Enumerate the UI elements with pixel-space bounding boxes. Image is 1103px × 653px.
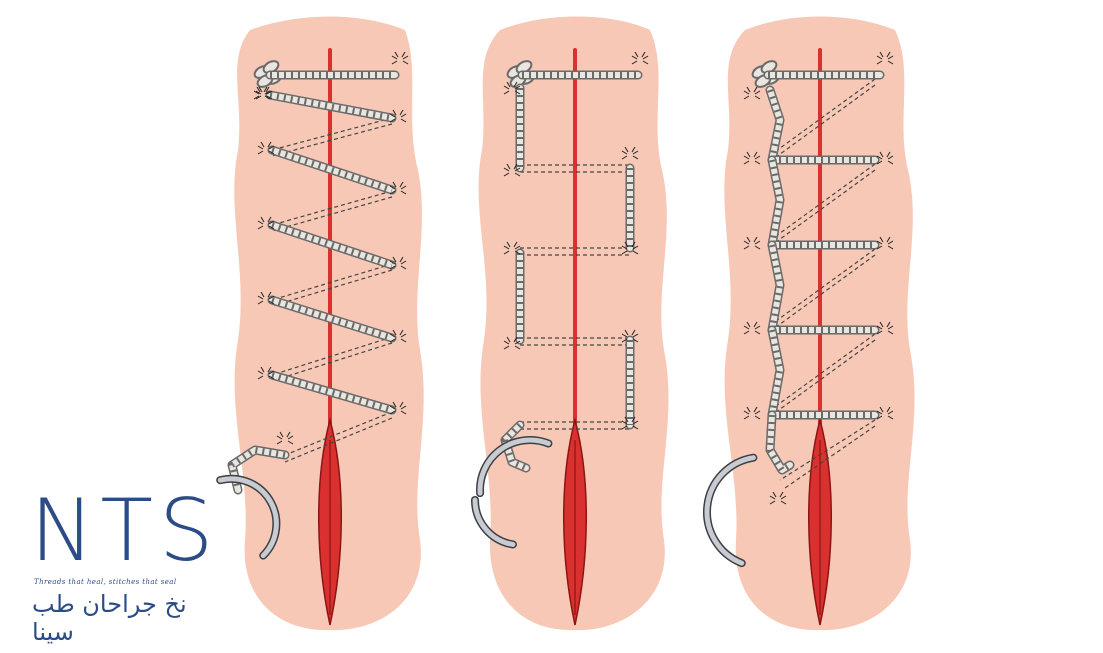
thread-3-link-3-twist <box>769 244 784 331</box>
tick-3-left-3 <box>743 321 761 335</box>
thread-1-stitch-3-twist <box>271 222 393 268</box>
tick-3-left-4 <box>743 406 761 420</box>
dash-3-end-b <box>784 425 876 489</box>
tick-2-8 <box>503 336 521 350</box>
tick-1-right-1 <box>389 109 407 123</box>
dash-3b-2 <box>771 169 876 246</box>
dash-3b-1 <box>771 84 876 161</box>
tick-1-right-4 <box>389 329 407 343</box>
tick-3-top-left <box>743 86 761 100</box>
dash-3a-4 <box>771 333 876 410</box>
needle-3 <box>704 455 756 566</box>
logo-mark: NTS <box>30 481 220 581</box>
tick-3-top-right <box>876 51 894 65</box>
thread-1-stitch-1 <box>267 92 395 121</box>
tick-1-left-4 <box>257 291 275 305</box>
thread-1-stitch-5 <box>269 372 395 413</box>
dash-3a-1 <box>771 78 876 155</box>
tick-3-needle <box>769 491 787 505</box>
tick-2-9 <box>621 416 639 430</box>
tick-1-left-3 <box>257 216 275 230</box>
thread-3-link-1 <box>767 87 783 163</box>
tick-2-4 <box>503 163 521 177</box>
logo-tagline: Threads that heal, stitches that seal <box>34 578 177 586</box>
tick-2-6 <box>503 241 521 255</box>
thread-3-link-2-twist <box>769 159 784 246</box>
dash-3a-2 <box>771 163 876 240</box>
needle-1 <box>217 476 279 559</box>
tick-3-left-1 <box>743 151 761 165</box>
needle-2a <box>477 437 551 496</box>
tick-2-1 <box>631 51 649 65</box>
tick-1-left-1 <box>255 86 273 100</box>
dash-3-end-a <box>779 419 876 481</box>
tick-2-2 <box>503 81 521 95</box>
dash-3b-4 <box>771 339 876 416</box>
tick-3-right-2 <box>876 236 894 250</box>
tick-1-needle <box>276 431 294 445</box>
tick-3-right-4 <box>876 406 894 420</box>
tick-1-right-5 <box>389 401 407 415</box>
thread-1-stitch-4 <box>269 297 395 341</box>
tick-2-5 <box>621 241 639 255</box>
dash-3b-3 <box>771 254 876 331</box>
brand-logo: NTS Threads that heal, stitches that sea… <box>22 478 222 646</box>
dash-1-end-a <box>284 411 393 456</box>
tick-1-top-right <box>391 51 409 65</box>
tick-1-left-5 <box>257 366 275 380</box>
tick-2-3 <box>621 146 639 160</box>
tick-1-top-left <box>253 86 271 100</box>
tick-2-7 <box>621 329 639 343</box>
dash-1-end-b <box>284 417 393 463</box>
tick-3-right-1 <box>876 151 894 165</box>
logo-arabic-text: نخ جراحان طب سینا <box>32 590 187 646</box>
tick-1-left-2 <box>257 141 275 155</box>
thread-3-tail-twist <box>766 414 792 475</box>
needle-2b <box>472 497 516 547</box>
dash-3a-3 <box>771 248 876 325</box>
thread-2-tail <box>502 422 529 471</box>
tick-3-left-2 <box>743 236 761 250</box>
tick-3-right-3 <box>876 321 894 335</box>
thread-1-stitch-2-twist <box>271 147 393 193</box>
thread-3-link-4-twist <box>769 329 784 416</box>
tick-1-right-2 <box>389 181 407 195</box>
tick-1-right-3 <box>389 256 407 270</box>
